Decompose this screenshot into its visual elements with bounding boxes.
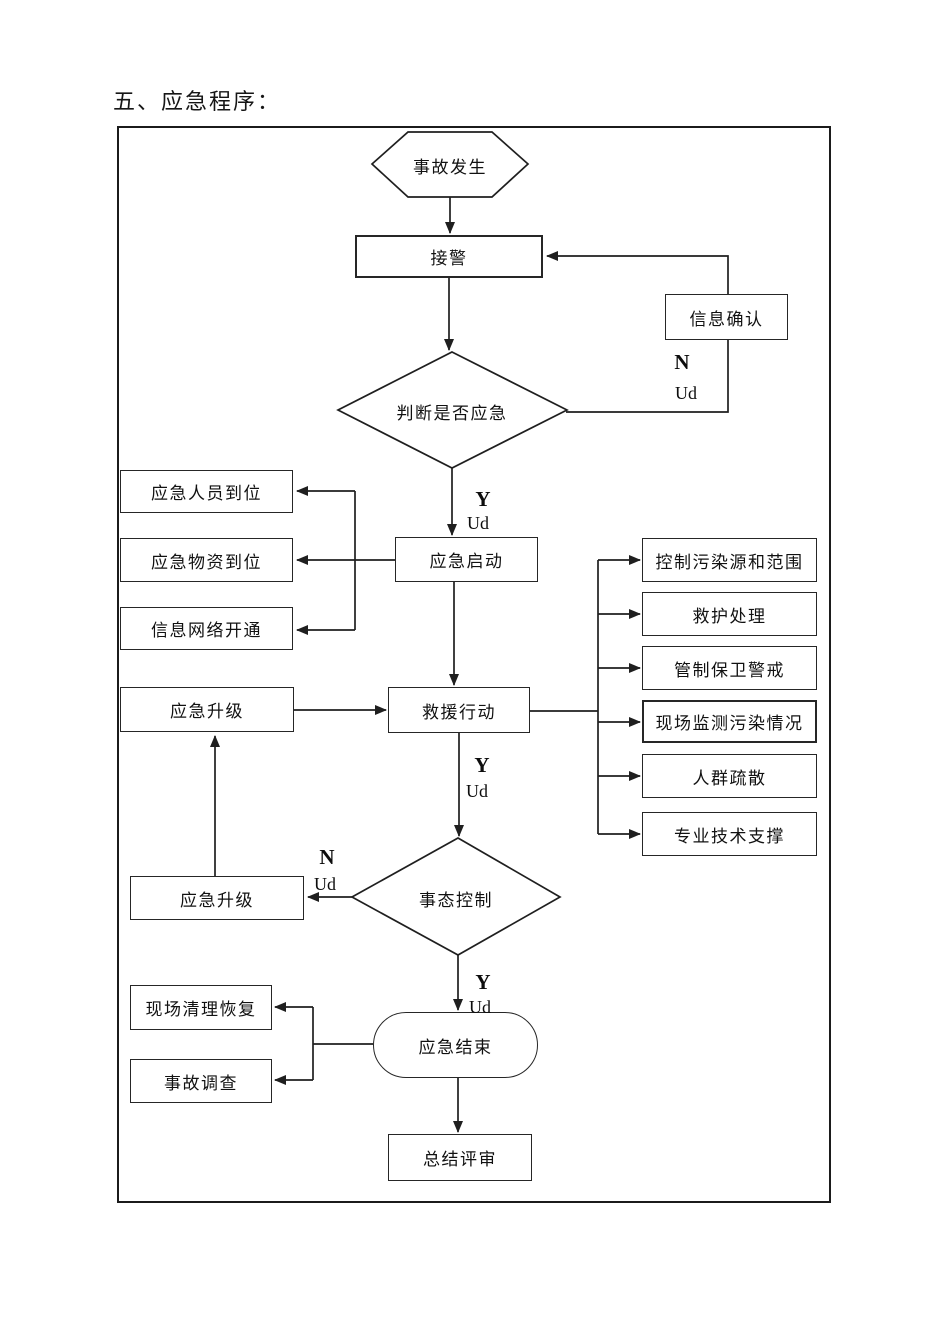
node-start-label: 事故发生 <box>413 158 487 177</box>
node-jiejing: 接警 <box>355 235 543 278</box>
node-shitai-label: 事态控制 <box>419 891 493 910</box>
node-panduan-diamond <box>336 351 569 469</box>
node-zhicheng: 专业技术支撑 <box>642 812 817 856</box>
edge-label-y-qidong: Y <box>475 487 491 511</box>
node-jiance: 现场监测污染情况 <box>642 700 817 743</box>
node-qidong: 应急启动 <box>395 537 538 582</box>
page-title: 五、应急程序： <box>113 89 282 114</box>
node-jiuhu: 救护处理 <box>642 592 817 636</box>
edge-label-n-feedback: N <box>674 350 690 374</box>
node-panduan-label: 判断是否应急 <box>396 404 508 423</box>
node-wuzi: 应急物资到位 <box>120 538 293 582</box>
node-wangluo: 信息网络开通 <box>120 607 293 650</box>
node-qingli: 现场清理恢复 <box>130 985 272 1030</box>
node-guanzhi: 管制保卫警戒 <box>642 646 817 690</box>
node-xinxi: 信息确认 <box>665 294 788 340</box>
edge-label-y-shitai: Y <box>474 753 490 777</box>
edge-label-ud-shengji2: Ud <box>314 874 336 894</box>
edge-label-y-jieshu: Y <box>475 970 491 994</box>
flowchart-border <box>117 126 831 1203</box>
edge-label-n-shengji2: N <box>319 845 335 869</box>
node-shitai-diamond <box>350 837 562 956</box>
node-shengji1: 应急升级 <box>120 687 294 732</box>
edge-label-ud-qidong: Ud <box>467 513 489 533</box>
node-pingshen: 总结评审 <box>388 1134 532 1181</box>
edge-label-ud-jieshu: Ud <box>469 997 491 1017</box>
node-renyuan: 应急人员到位 <box>120 470 293 513</box>
edge-label-ud-feedback: Ud <box>675 383 697 403</box>
node-shengji2: 应急升级 <box>130 876 304 920</box>
node-jiuyuan: 救援行动 <box>388 687 530 733</box>
node-start-hexagon <box>370 131 530 198</box>
node-jieshu: 应急结束 <box>373 1012 538 1078</box>
node-diaocha: 事故调查 <box>130 1059 272 1103</box>
edge-label-ud-shitai: Ud <box>466 781 488 801</box>
node-kongzhi: 控制污染源和范围 <box>642 538 817 582</box>
node-shusan: 人群疏散 <box>642 754 817 798</box>
